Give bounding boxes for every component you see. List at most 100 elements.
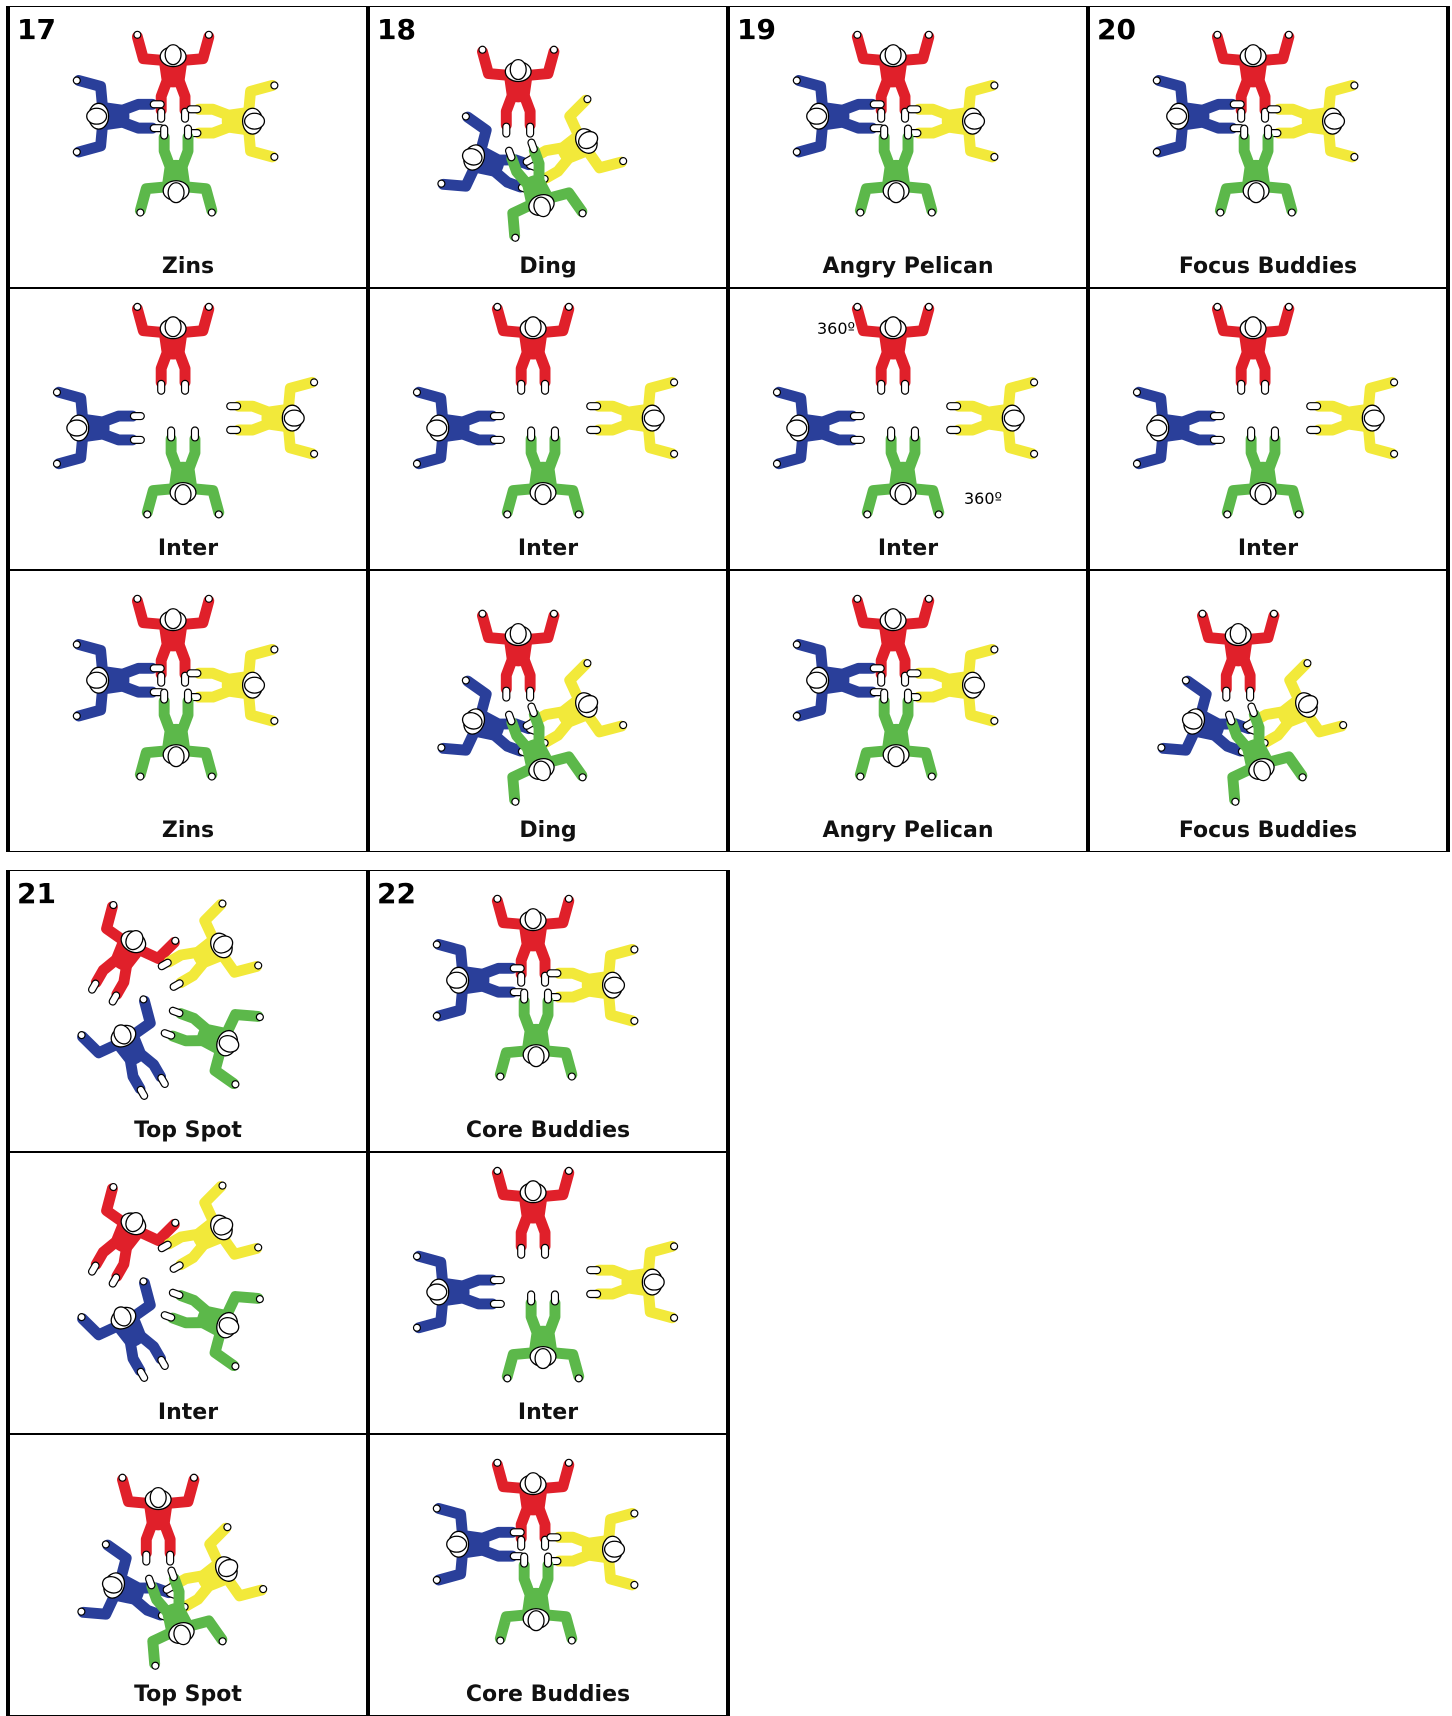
skydiver-red: [134, 303, 212, 394]
block-separator: [1446, 6, 1450, 852]
skydiver-red: [494, 303, 572, 394]
skydiver-yellow: [907, 646, 998, 724]
block-separator: [366, 6, 370, 852]
formation-diagram-22-2: [369, 1153, 727, 1433]
formation-label: Inter: [369, 536, 727, 561]
skydiver-red: [479, 46, 557, 137]
formation-label: Zins: [9, 254, 367, 279]
formation-diagram-21-3: [9, 1435, 367, 1715]
skydiver-blue: [53, 389, 144, 467]
skydiver-yellow: [907, 82, 998, 160]
skydiver-red: [1214, 303, 1292, 394]
block-18-frame-3: Ding: [368, 570, 728, 852]
skydiver-blue: [793, 77, 884, 155]
formation-label: Core Buddies: [369, 1118, 727, 1143]
block-19-frame-3: Angry Pelican: [728, 570, 1088, 852]
rotation-note: 360º: [817, 319, 855, 338]
formation-diagram-22-1: [369, 871, 727, 1151]
block-separator: [726, 870, 730, 1716]
skydiver-green: [857, 689, 935, 780]
formation-diagram-19-2: [729, 289, 1087, 569]
skydiver-red: [479, 610, 557, 701]
block-separator: [726, 6, 730, 852]
formation-diagram-20-3: [1089, 571, 1447, 851]
formation-label: Focus Buddies: [1089, 818, 1447, 843]
formation-diagram-18-1: [369, 7, 727, 287]
formation-diagram-22-3: [369, 1435, 727, 1715]
block-19-frame-2: Inter 360º 360º: [728, 288, 1088, 570]
block-20-frame-3: Focus Buddies: [1088, 570, 1448, 852]
block-number: 21: [17, 877, 56, 910]
skydiver-yellow: [587, 379, 678, 457]
block-separator: [1086, 6, 1090, 852]
skydiver-blue: [73, 641, 164, 719]
formation-diagram-19-3: [729, 571, 1087, 851]
skydiver-green: [497, 989, 575, 1080]
formation-label: Top Spot: [9, 1118, 367, 1143]
block-20-frame-2: Inter: [1088, 288, 1448, 570]
formation-label: Ding: [369, 254, 727, 279]
formation-label: Inter: [9, 1400, 367, 1425]
skydiver-yellow: [1307, 379, 1398, 457]
block-21-frame-3: Top Spot: [8, 1434, 368, 1716]
formation-diagram-18-3: [369, 571, 727, 851]
skydiver-green: [137, 689, 215, 780]
block-number: 18: [377, 13, 416, 46]
skydiver-blue: [793, 641, 884, 719]
formation-diagram-20-2: [1089, 289, 1447, 569]
skydiver-green: [864, 427, 942, 518]
skydiver-yellow: [187, 82, 278, 160]
block-separator: [6, 870, 10, 1716]
skydiver-yellow: [227, 379, 318, 457]
skydiver-green: [504, 427, 582, 518]
formation-label: Inter: [9, 536, 367, 561]
skydiver-yellow: [587, 1243, 678, 1321]
skydiver-blue: [433, 941, 524, 1019]
skydiver-yellow: [947, 379, 1038, 457]
skydiver-yellow: [547, 1510, 638, 1588]
skydiver-green: [152, 1266, 264, 1371]
rotation-note: 360º: [964, 489, 1002, 508]
skydiver-yellow: [187, 646, 278, 724]
formation-label: Inter: [369, 1400, 727, 1425]
skydiver-green: [497, 1553, 575, 1644]
skydiver-green: [144, 427, 222, 518]
formation-label: Angry Pelican: [729, 254, 1087, 279]
formation-diagram-17-1: [9, 7, 367, 287]
block-19-frame-1: 19Angry Pelican: [728, 6, 1088, 288]
formation-diagram-19-1: [729, 7, 1087, 287]
skydiver-green: [152, 984, 264, 1089]
skydiver-green: [137, 125, 215, 216]
skydiver-yellow: [1267, 82, 1358, 160]
block-20-frame-1: 20Focus Buddies: [1088, 6, 1448, 288]
skydiver-blue: [73, 77, 164, 155]
formation-diagram-17-3: [9, 571, 367, 851]
skydiver-green: [504, 1291, 582, 1382]
formation-label: Angry Pelican: [729, 818, 1087, 843]
formation-label: Inter: [729, 536, 1087, 561]
skydiver-red: [494, 1167, 572, 1258]
block-21-frame-2: Inter: [8, 1152, 368, 1434]
block-22-frame-2: Inter: [368, 1152, 728, 1434]
formation-label: Inter: [1089, 536, 1447, 561]
formation-diagram-20-1: [1089, 7, 1447, 287]
skydiver-blue: [773, 389, 864, 467]
formation-label: Ding: [369, 818, 727, 843]
formation-label: Core Buddies: [369, 1682, 727, 1707]
skydiver-blue: [1153, 77, 1244, 155]
block-17-frame-3: Zins: [8, 570, 368, 852]
block-number: 22: [377, 877, 416, 910]
block-18-frame-2: Inter: [368, 288, 728, 570]
formation-diagram-21-1: [9, 871, 367, 1151]
formation-label: Focus Buddies: [1089, 254, 1447, 279]
block-separator: [6, 6, 10, 852]
formation-diagram-18-2: [369, 289, 727, 569]
skydiver-yellow: [547, 946, 638, 1024]
skydiver-green: [1217, 125, 1295, 216]
skydiver-red: [119, 1474, 197, 1565]
skydiver-blue: [1133, 389, 1224, 467]
skydiver-green: [1224, 427, 1302, 518]
